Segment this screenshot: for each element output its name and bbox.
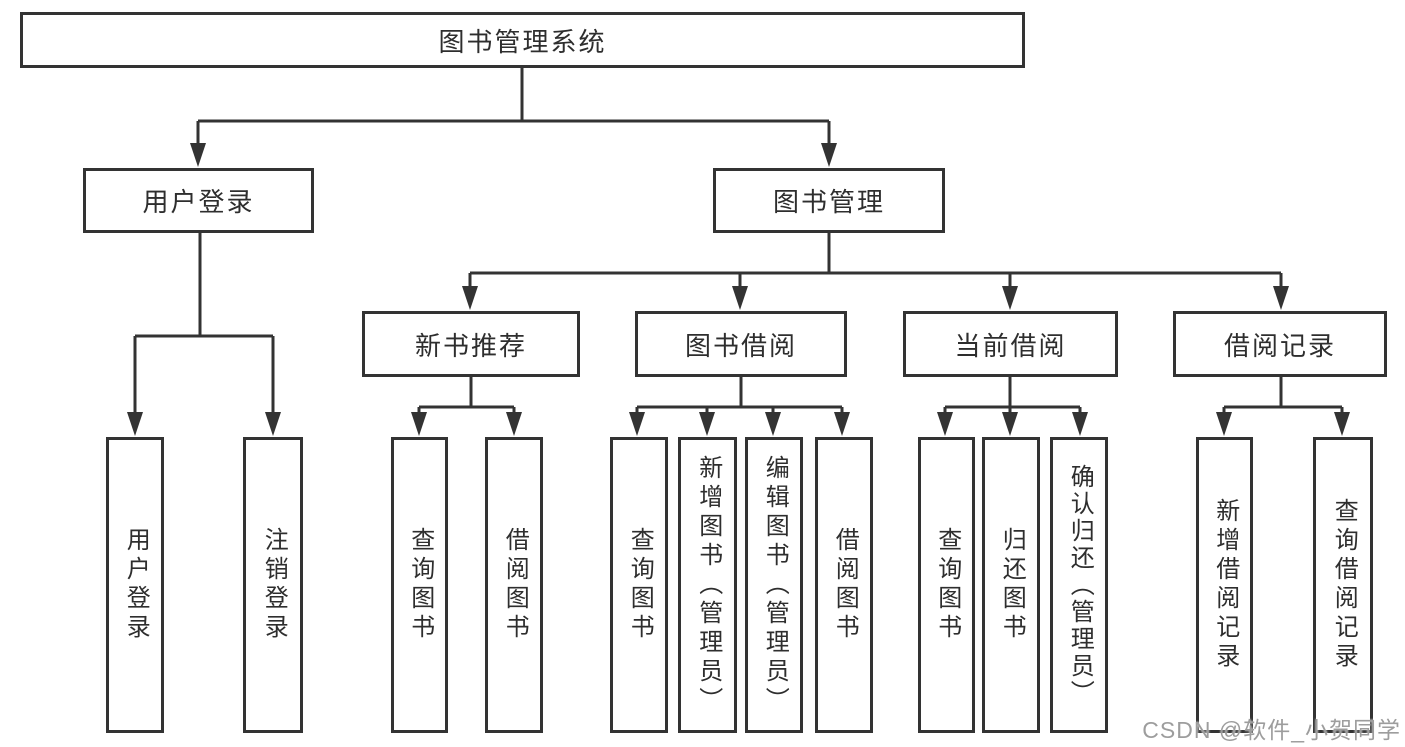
arrowhead <box>462 286 478 310</box>
leaf-query-borrow-record: 查询借阅记录 <box>1313 437 1373 733</box>
arrowhead <box>732 286 748 310</box>
arrowhead <box>834 412 850 436</box>
leaf-query-books-current: 查询图书 <box>918 437 975 733</box>
arrowhead <box>506 412 522 436</box>
arrowhead <box>821 143 837 167</box>
node-borrowing-records: 借阅记录 <box>1173 311 1387 377</box>
leaf-borrow-books-borrowing: 借阅图书 <box>815 437 873 733</box>
leaf-confirm-return-admin: 确认归还（管理员） <box>1050 437 1108 733</box>
arrowhead <box>1334 412 1350 436</box>
leaf-logout: 注销登录 <box>243 437 303 733</box>
node-user-login: 用户登录 <box>83 168 314 233</box>
arrowhead <box>127 412 143 436</box>
node-book-borrowing: 图书借阅 <box>635 311 847 377</box>
node-library-management-system: 图书管理系统 <box>20 12 1025 68</box>
arrowhead <box>1072 412 1088 436</box>
edge-borrowing-records-children <box>1222 377 1344 416</box>
csdn-watermark: CSDN @软件_小贺同学 <box>1142 717 1401 743</box>
arrowhead <box>1002 286 1018 310</box>
leaf-edit-book-admin: 编辑图书（管理员） <box>745 437 803 733</box>
arrowhead <box>1002 412 1018 436</box>
leaf-query-books-borrowing: 查询图书 <box>610 437 668 733</box>
edge-book-management-children <box>468 232 1283 289</box>
arrowhead <box>411 412 427 436</box>
arrowhead <box>1216 412 1232 436</box>
arrowhead <box>937 412 953 436</box>
edge-root-to-level2 <box>196 67 831 146</box>
leaf-add-book-admin: 新增图书（管理员） <box>678 437 737 733</box>
arrowhead <box>629 412 645 436</box>
node-book-management: 图书管理 <box>713 168 945 233</box>
leaf-return-books: 归还图书 <box>982 437 1040 733</box>
arrowhead <box>699 412 715 436</box>
arrowhead <box>265 412 281 436</box>
leaf-user-login: 用户登录 <box>106 437 164 733</box>
edge-user-login-children <box>133 232 275 415</box>
edge-new-book-recommendation-children <box>417 377 516 416</box>
edge-current-borrowing-children <box>943 377 1082 416</box>
leaf-borrow-books-recommend: 借阅图书 <box>485 437 543 733</box>
node-current-borrowing: 当前借阅 <box>903 311 1118 377</box>
arrowhead <box>190 143 206 167</box>
arrowhead <box>765 412 781 436</box>
arrowhead <box>1273 286 1289 310</box>
edge-book-borrowing-children <box>635 377 844 416</box>
leaf-query-books-recommend: 查询图书 <box>391 437 448 733</box>
leaf-add-borrow-record: 新增借阅记录 <box>1196 437 1253 733</box>
node-new-book-recommendation: 新书推荐 <box>362 311 580 377</box>
